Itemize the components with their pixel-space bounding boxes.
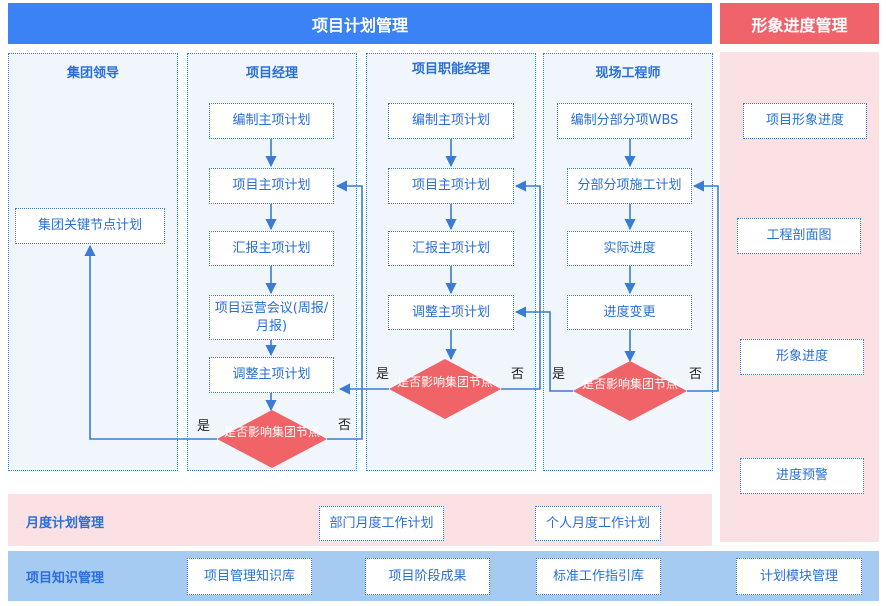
label-no-pm: 否 [338, 418, 352, 433]
fm-report-plan[interactable]: 汇报主项计划 [388, 231, 514, 266]
pm-ops-meeting[interactable]: 项目运营会议(周报/月报) [209, 295, 334, 340]
fm-main-plan[interactable]: 项目主项计划 [388, 168, 514, 204]
side-header-title: 形象进度管理 [751, 15, 848, 35]
main-header: 项目计划管理 [8, 3, 712, 44]
fm-adjust-plan[interactable]: 调整主项计划 [388, 295, 514, 330]
decision-label-fm: 是否影响集团节点 [396, 375, 493, 389]
label-no-fm: 否 [511, 367, 525, 382]
lane-title-site-engineer: 现场工程师 [595, 66, 661, 81]
progress-item-warning[interactable]: 进度预警 [740, 458, 864, 494]
se-compile-wbs[interactable]: 编制分部分项WBS [557, 103, 692, 139]
decision-diamond-se [573, 361, 687, 421]
arrow-pm-no [327, 180, 363, 440]
progress-item-section-drawing[interactable]: 工程剖面图 [737, 218, 861, 254]
progress-item-project-image[interactable]: 项目形象进度 [743, 103, 867, 139]
arrow-se-yes [514, 306, 573, 392]
pm-report-plan[interactable]: 汇报主项计划 [209, 231, 334, 266]
lane-title-functional-manager: 项目职能经理 [411, 62, 490, 77]
knowledge-library[interactable]: 项目管理知识库 [187, 558, 312, 595]
lane-title-project-manager: 项目经理 [245, 66, 298, 81]
knowledge-stage-results[interactable]: 项目阶段成果 [365, 558, 490, 595]
monthly-plan-title: 月度计划管理 [26, 516, 105, 531]
se-actual-progress[interactable]: 实际进度 [567, 231, 692, 266]
decision-label-se: 是否影响集团节点 [581, 377, 678, 391]
progress-item-image-progress[interactable]: 形象进度 [740, 339, 864, 375]
label-yes-pm: 是 [197, 419, 211, 434]
monthly-dept-plan[interactable]: 部门月度工作计划 [319, 506, 444, 541]
decision-diamond-fm [389, 359, 501, 419]
decision-diamond-pm [217, 410, 327, 468]
lane-group-leader: 集团领导 [8, 53, 178, 471]
arrow-se-no [687, 180, 719, 392]
label-yes-se: 是 [552, 367, 566, 382]
arrow-pm-yes [84, 244, 217, 440]
lane-title-group-leader: 集团领导 [66, 66, 119, 81]
fm-compile-plan[interactable]: 编制主项计划 [388, 103, 514, 139]
arrow-fm-no [501, 180, 541, 390]
pm-main-plan[interactable]: 项目主项计划 [209, 168, 334, 204]
main-header-title: 项目计划管理 [311, 15, 408, 35]
se-progress-change[interactable]: 进度变更 [567, 295, 692, 330]
group-key-node-plan[interactable]: 集团关键节点计划 [15, 208, 165, 244]
side-header: 形象进度管理 [720, 3, 879, 44]
label-yes-fm: 是 [376, 367, 390, 382]
knowledge-module-management[interactable]: 计划模块管理 [736, 558, 862, 595]
pm-compile-plan[interactable]: 编制主项计划 [209, 103, 334, 139]
pm-adjust-plan[interactable]: 调整主项计划 [209, 357, 334, 393]
decision-label-pm: 是否影响集团节点 [223, 425, 320, 439]
knowledge-title: 项目知识管理 [26, 571, 105, 586]
se-construction-plan[interactable]: 分部分项施工计划 [567, 168, 692, 204]
knowledge-guide-library[interactable]: 标准工作指引库 [536, 558, 661, 595]
monthly-personal-plan[interactable]: 个人月度工作计划 [535, 506, 661, 541]
label-no-se: 否 [689, 367, 703, 382]
